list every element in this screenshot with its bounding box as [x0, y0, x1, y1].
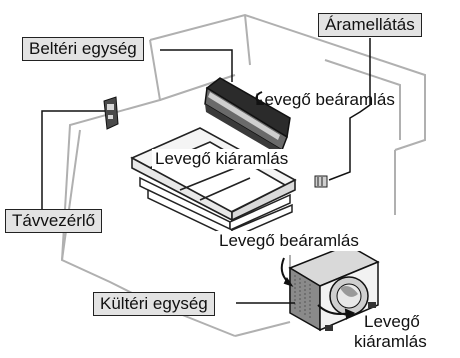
leader-lines [41, 38, 371, 304]
outdoor-airflow-arrows [280, 257, 355, 320]
air-outlet-outdoor-label-line1: Levegő [364, 312, 420, 331]
power-supply-label: Áramellátás [318, 13, 422, 37]
floor-plates [139, 176, 293, 240]
outdoor-unit-label: Kültéri egység [93, 292, 215, 316]
air-outlet-outdoor-label-line2: kiáramlás [354, 332, 427, 351]
power-plug-drawing [314, 175, 328, 188]
remote-controller-drawing [103, 96, 119, 130]
air-inlet-top-label: Levegő beáramlás [255, 90, 395, 109]
remote-controller-label: Távvezérlő [5, 209, 103, 233]
air-outlet-indoor-label: Levegő kiáramlás [152, 149, 292, 169]
indoor-unit-label: Beltéri egység [22, 37, 144, 61]
air-inlet-bottom-label: Levegő beáramlás [216, 231, 362, 251]
